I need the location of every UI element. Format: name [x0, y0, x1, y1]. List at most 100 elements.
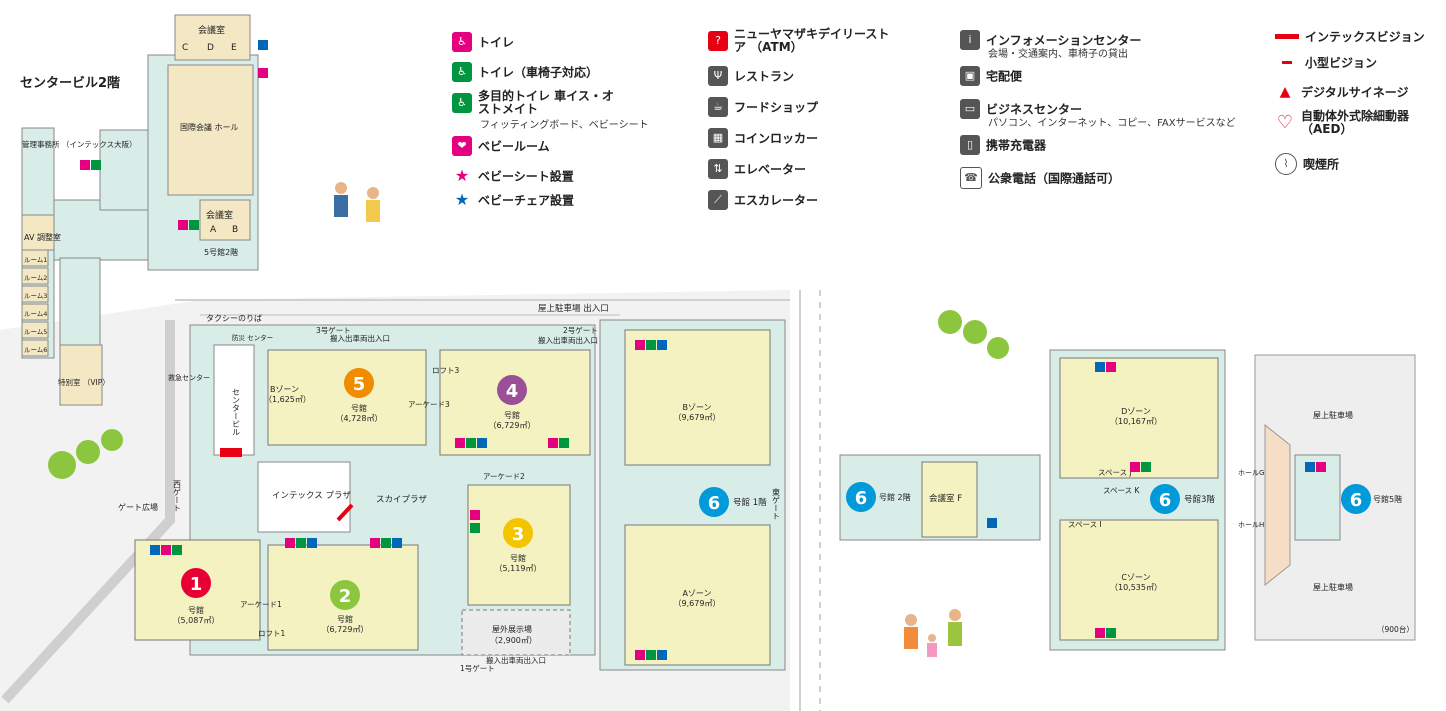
- conf-room-e: E: [231, 43, 237, 53]
- hall-6-2f-label: 号館 2階: [879, 492, 911, 502]
- gate-2-loading-label: 搬入出車両出入口: [538, 335, 598, 345]
- phone-charger-icon: ▯: [960, 135, 980, 155]
- gate-3-label: 3号ゲート: [316, 326, 351, 335]
- center-building-vertical-label: センタービル: [232, 388, 241, 436]
- hall-5-area: （4,728㎡）: [336, 414, 383, 423]
- hall-6-5f-number: 6: [1350, 490, 1363, 511]
- gate-1-label: 1号ゲート: [460, 664, 495, 673]
- hall-g-label: ホールG: [1238, 469, 1264, 477]
- sky-plaza-label: スカイプラザ: [376, 495, 428, 505]
- hall-6-azone: [624, 524, 771, 666]
- hall-6-2f-badge: 6 号館 2階: [846, 482, 911, 512]
- hall-1-number: 1: [190, 574, 203, 595]
- food-shop-icon: ☕: [708, 97, 728, 117]
- small-vision-icon: [1282, 61, 1292, 64]
- hall-6-1f-badge: 6 号館 1階: [699, 487, 767, 517]
- conf-room-ab-label: 会議室: [206, 209, 233, 221]
- legend-item-baby-room: ❤ベビールーム: [452, 136, 550, 156]
- space-k-label: スペース K: [1103, 486, 1140, 495]
- hall-5-bzone-label: Bゾーン: [270, 385, 299, 394]
- hall-6-5f-badge: 6 号館5階: [1341, 484, 1402, 514]
- room-6: ルーム6: [24, 346, 47, 354]
- roof-parking-top-label: 屋上駐車場: [1313, 410, 1353, 420]
- delivery-icon: ▣: [960, 66, 980, 86]
- main-halls: [134, 319, 786, 671]
- conf-room-d: D: [207, 43, 214, 53]
- east-gate-label: 東ゲート: [772, 487, 781, 520]
- hall-4-area: （6,729㎡）: [489, 421, 536, 430]
- hall-3-suffix: 号館: [510, 553, 526, 563]
- hall-2-number: 2: [339, 586, 352, 607]
- hall-6-3f-label: 号館3階: [1184, 494, 1215, 505]
- conf-room-c: C: [182, 43, 188, 53]
- hall-5-area: [267, 349, 427, 446]
- security-center-label: 防災 センター: [232, 333, 273, 342]
- hall-5-bzone-area: （1,625㎡）: [264, 395, 311, 404]
- hall-2-area: （6,729㎡）: [322, 625, 369, 634]
- d-zone-area: （10,167㎡）: [1110, 417, 1162, 426]
- taxi-stand-label: タクシーのりば: [206, 314, 262, 323]
- legend-item-small-vision: 小型ビジョン: [1275, 54, 1377, 71]
- legend-item-baby-seat: ★ベビーシート設置: [452, 166, 574, 186]
- arcade-2-label: アーケード2: [483, 472, 525, 481]
- roof-parking-entrance-label: 屋上駐車場 出入口: [538, 303, 609, 314]
- hall-2-badge: 2 号館 （6,729㎡）: [322, 580, 369, 634]
- baby-seat-star-icon: ★: [454, 166, 470, 185]
- outdoor-exhibition-label: 屋外展示場: [492, 624, 532, 634]
- conf-room-b: B: [232, 225, 238, 235]
- center-building-title: センタービル2階: [20, 75, 120, 91]
- emergency-center-label: 救急センター: [168, 373, 210, 382]
- hall-h-label: ホールH: [1238, 521, 1264, 529]
- space-j-label: スペース J: [1098, 468, 1132, 477]
- multipurpose-toilet-icon: ♿: [452, 93, 472, 113]
- legend-item-smoking-area: ⌇喫煙所: [1275, 153, 1339, 175]
- room-2: ルーム2: [24, 274, 47, 282]
- gate-plaza-label: ゲート広場: [118, 502, 158, 512]
- hall-6-azone-area: （9,679㎡）: [674, 599, 721, 608]
- west-gate-label: 西ゲート: [173, 480, 182, 512]
- people-illustration: [334, 182, 962, 657]
- office-label: 管理事務所 （インテックス大阪）: [22, 139, 137, 149]
- hall-5-suffix: 号館: [351, 403, 367, 413]
- baby-room-icon: ❤: [452, 136, 472, 156]
- hall-3-badge: 3 号館 （5,119㎡）: [495, 518, 542, 573]
- hall-1-suffix: 号館: [188, 605, 204, 615]
- hall-4-badge: 4 号館 （6,729㎡）: [489, 375, 536, 430]
- legend-item-coin-locker: ▦コインロッカー: [708, 128, 818, 148]
- aed-icon: ♡: [1276, 112, 1294, 133]
- hall-1-area: （5,087㎡）: [173, 616, 220, 625]
- intex-vision-icon: [1275, 34, 1299, 39]
- toilet-icon: ♿: [452, 32, 472, 52]
- av-room-label: AV 調整室: [24, 232, 61, 242]
- digital-signage-icon: ▲: [1279, 84, 1291, 100]
- legend-item-business-center: ▭ビジネスセンター パソコン、インターネット、コピー、FAXサービスなど: [960, 99, 1240, 129]
- arcade-1-label: アーケード1: [240, 600, 282, 609]
- trees-illustration: [48, 310, 1009, 479]
- hall-1-badge: 1 号館 （5,087㎡）: [173, 568, 220, 625]
- intl-conference-hall-label: 国際会議 ホール: [180, 122, 239, 132]
- gate-1-loading-label: 搬入出車両出入口: [486, 655, 546, 665]
- gate-3-loading-label: 搬入出車両出入口: [330, 333, 390, 343]
- legend-item-food-shop: ☕フードショップ: [708, 97, 818, 117]
- roof-parking-bottom-label: 屋上駐車場: [1313, 582, 1353, 592]
- center-building-2f: [21, 14, 259, 406]
- outdoor-exhibition-area: （2,900㎡）: [490, 636, 537, 645]
- hall-3-area: （5,119㎡）: [495, 564, 542, 573]
- business-center-icon: ▭: [960, 99, 980, 119]
- loft-1-label: ロフト1: [258, 629, 285, 638]
- hall-6-3f-number: 6: [1159, 490, 1172, 511]
- coin-locker-icon: ▦: [708, 128, 728, 148]
- legend-item-elevator: ⇅エレベーター: [708, 159, 806, 179]
- legend-item-public-phone: ☎公衆電話（国際通話可）: [960, 167, 1120, 189]
- conf-room-f-label: 会議室 F: [929, 493, 962, 504]
- conf-room-cde-label: 会議室: [198, 24, 225, 36]
- room-5: ルーム5: [24, 328, 47, 336]
- hall-6-1f-label: 号館 1階: [733, 497, 767, 508]
- hall-5-badge: 5 号館 （4,728㎡）: [336, 368, 383, 423]
- legend-item-intex-vision: インテックスビジョン: [1275, 28, 1425, 45]
- conf-room-a: A: [210, 225, 217, 235]
- legend-item-toilet: ♿トイレ: [452, 32, 514, 52]
- hall-6-2f-number: 6: [855, 488, 868, 509]
